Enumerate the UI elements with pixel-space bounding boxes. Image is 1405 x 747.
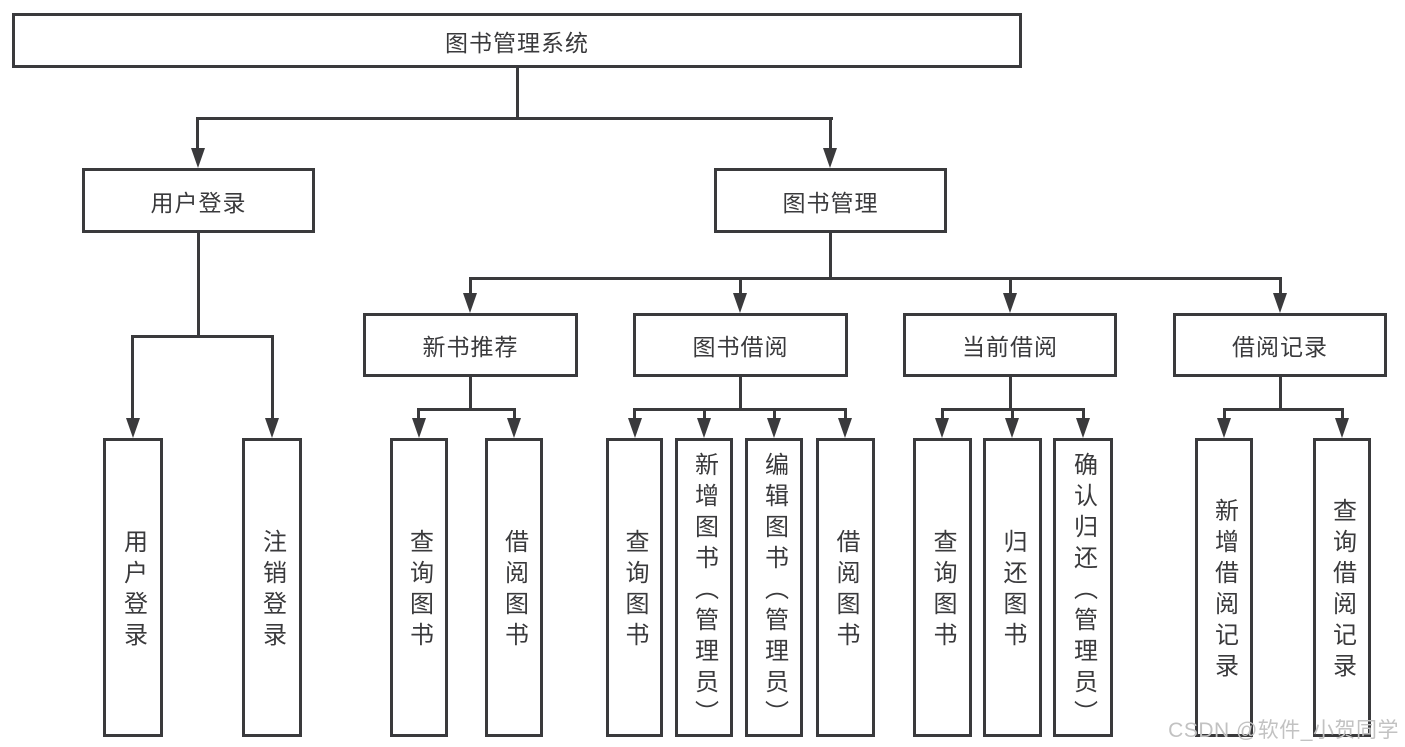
leaf-current-return: 归还图书 (983, 438, 1042, 737)
node-book-management-label: 图书管理 (782, 189, 879, 216)
node-user-login: 用户登录 (82, 168, 315, 233)
node-root: 图书管理系统 (12, 13, 1022, 68)
connector-bookborrow-stem (739, 377, 742, 410)
connector-bookborrow-hbar (633, 408, 847, 411)
arrowhead-leaf-b2-icon (507, 418, 521, 438)
leaf-records-add-label: 新增借阅记录 (1210, 498, 1238, 684)
connector-arrow-borrowrecords-shaft (1279, 277, 1282, 295)
arrowhead-user-login-icon (191, 148, 205, 168)
leaf-borrow-add-admin-label: 新增图书（管理员） (690, 451, 718, 731)
arrowhead-borrowrecords-icon (1273, 293, 1287, 313)
arrowhead-leaf-c1-icon (628, 418, 642, 438)
connector-arrow-leaf-d3-shaft (1082, 408, 1085, 420)
connector-arrow-leaf-d2-shaft (1011, 408, 1014, 420)
node-current-borrow: 当前借阅 (903, 313, 1117, 377)
arrowhead-leaf-c3-icon (767, 418, 781, 438)
leaf-current-query-label: 查询图书 (929, 529, 956, 653)
arrowhead-leaf-b1-icon (412, 418, 426, 438)
node-root-label: 图书管理系统 (445, 29, 589, 56)
leaf-current-confirm-admin-label: 确认归还（管理员） (1069, 451, 1097, 731)
leaf-borrow-edit-admin-label: 编辑图书（管理员） (760, 451, 788, 731)
arrowhead-newbooks-icon (463, 293, 477, 313)
connector-arrow-leaf-a1-shaft (131, 335, 134, 420)
leaf-borrow-borrow: 借阅图书 (816, 438, 875, 737)
leaf-borrow-edit-admin: 编辑图书（管理员） (745, 438, 803, 737)
arrowhead-bookborrow-icon (733, 293, 747, 313)
arrowhead-currentborrow-icon (1003, 293, 1017, 313)
leaf-borrow-query-label: 查询图书 (621, 529, 648, 653)
connector-userlogin-stem (197, 233, 200, 337)
connector-borrowrecords-hbar (1223, 408, 1344, 411)
arrowhead-leaf-e1-icon (1217, 418, 1231, 438)
node-book-borrow-label: 图书借阅 (692, 334, 789, 360)
connector-arrow-leaf-d1-shaft (941, 408, 944, 420)
node-new-book-recommend: 新书推荐 (363, 313, 578, 377)
node-user-login-label: 用户登录 (150, 189, 247, 216)
arrowhead-leaf-e2-icon (1335, 418, 1349, 438)
connector-arrow-book-mgmt-shaft (829, 117, 832, 150)
leaf-user-login: 用户登录 (103, 438, 163, 737)
connector-currentborrow-stem (1009, 377, 1012, 410)
connector-arrow-leaf-c1-shaft (633, 408, 636, 420)
connector-arrow-leaf-c4-shaft (844, 408, 847, 420)
leaf-records-query: 查询借阅记录 (1313, 438, 1371, 737)
arrowhead-book-mgmt-icon (823, 148, 837, 168)
connector-bookmgmt-stem (829, 233, 832, 279)
connector-arrow-leaf-b2-shaft (513, 408, 516, 420)
leaf-current-return-label: 归还图书 (999, 529, 1026, 653)
leaf-records-query-label: 查询借阅记录 (1328, 498, 1356, 684)
arrowhead-leaf-c2-icon (697, 418, 711, 438)
connector-root-stem (516, 68, 519, 119)
node-book-borrow: 图书借阅 (633, 313, 848, 377)
arrowhead-leaf-d2-icon (1005, 418, 1019, 438)
connector-borrowrecords-stem (1279, 377, 1282, 410)
csdn-watermark: CSDN @软件_小贺同学 (1168, 719, 1399, 742)
node-book-management: 图书管理 (714, 168, 947, 233)
leaf-borrow-borrow-label: 借阅图书 (832, 529, 859, 653)
connector-arrow-leaf-b1-shaft (417, 408, 420, 420)
leaf-user-login-label: 用户登录 (119, 529, 147, 653)
leaf-current-query: 查询图书 (913, 438, 972, 737)
connector-arrow-currentborrow-shaft (1009, 277, 1012, 295)
leaf-logout-label: 注销登录 (258, 529, 286, 653)
leaf-logout: 注销登录 (242, 438, 302, 737)
connector-userlogin-hbar (131, 335, 274, 338)
leaf-newbooks-query: 查询图书 (390, 438, 448, 737)
node-borrow-records: 借阅记录 (1173, 313, 1387, 377)
leaf-current-confirm-admin: 确认归还（管理员） (1053, 438, 1113, 737)
leaf-newbooks-query-label: 查询图书 (405, 529, 433, 653)
leaf-borrow-add-admin: 新增图书（管理员） (675, 438, 733, 737)
connector-newbooks-stem (469, 377, 472, 410)
connector-arrow-leaf-e2-shaft (1341, 408, 1344, 420)
arrowhead-leaf-c4-icon (838, 418, 852, 438)
leaf-newbooks-borrow: 借阅图书 (485, 438, 543, 737)
connector-arrow-bookborrow-shaft (739, 277, 742, 295)
connector-arrow-leaf-c3-shaft (773, 408, 776, 420)
arrowhead-leaf-d3-icon (1076, 418, 1090, 438)
connector-arrow-leaf-a2-shaft (271, 335, 274, 420)
node-borrow-records-label: 借阅记录 (1232, 334, 1328, 360)
connector-root-hbar (196, 117, 833, 120)
node-current-borrow-label: 当前借阅 (962, 334, 1058, 360)
leaf-borrow-query: 查询图书 (606, 438, 663, 737)
connector-arrow-leaf-e1-shaft (1223, 408, 1226, 420)
leaf-newbooks-borrow-label: 借阅图书 (500, 529, 528, 653)
node-new-book-recommend-label: 新书推荐 (422, 334, 519, 360)
arrowhead-leaf-a1-icon (126, 418, 140, 438)
arrowhead-leaf-a2-icon (265, 418, 279, 438)
connector-bookmgmt-hbar (469, 277, 1282, 280)
arrowhead-leaf-d1-icon (935, 418, 949, 438)
connector-arrow-user-login-shaft (196, 117, 199, 150)
leaf-records-add: 新增借阅记录 (1195, 438, 1253, 737)
connector-newbooks-hbar (417, 408, 516, 411)
connector-arrow-newbooks-shaft (469, 277, 472, 295)
connector-arrow-leaf-c2-shaft (703, 408, 706, 420)
